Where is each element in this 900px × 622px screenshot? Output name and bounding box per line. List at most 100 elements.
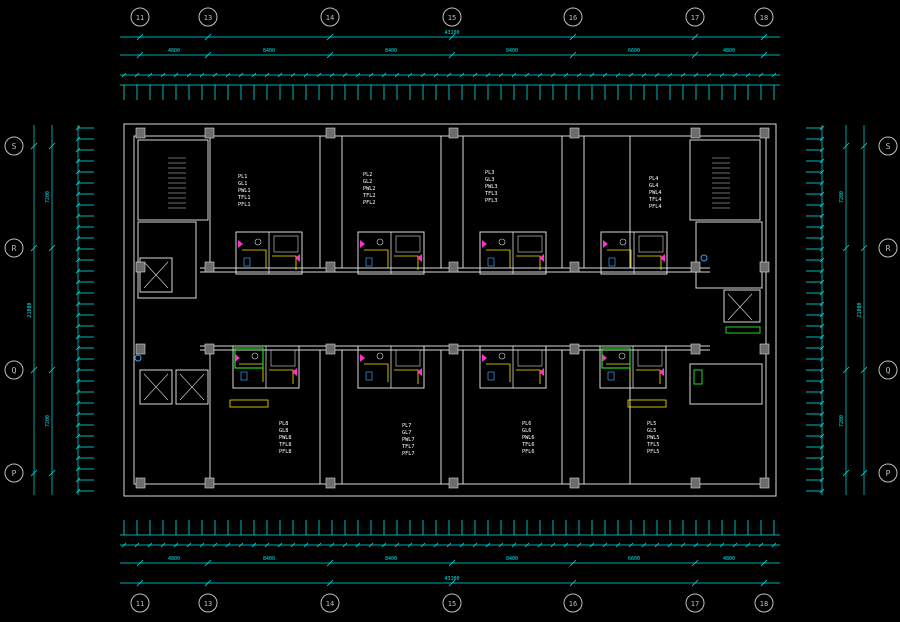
dimension-tick xyxy=(691,33,699,41)
grid-bubble-right-3[interactable] xyxy=(878,360,898,380)
dimension-tick xyxy=(537,542,543,548)
dimension-tick xyxy=(693,542,699,548)
grid-bubble-top-7[interactable] xyxy=(754,7,774,27)
fixture-marker xyxy=(360,354,365,362)
grid-label-bottom-3: 14 xyxy=(326,600,334,608)
dimension-tick xyxy=(550,542,556,548)
dimension-tick xyxy=(511,72,517,78)
dimension-tick xyxy=(303,72,309,78)
dimension-tick xyxy=(433,542,439,548)
structural-column xyxy=(759,477,770,489)
dimension-tick xyxy=(667,542,673,548)
drain-channel xyxy=(627,399,667,408)
grid-bubble-left-2[interactable] xyxy=(4,238,24,258)
grid-bubble-right-2[interactable] xyxy=(878,238,898,258)
grid-bubble-top-3[interactable] xyxy=(320,7,340,27)
grid-bubble-top-6[interactable] xyxy=(685,7,705,27)
dimension-tick xyxy=(277,542,283,548)
structural-column xyxy=(690,477,701,489)
structural-column xyxy=(569,477,580,489)
riser-label: PWL8 xyxy=(279,435,292,441)
fixture-marker xyxy=(292,368,297,376)
grid-bubble-bottom-2[interactable] xyxy=(198,593,218,613)
grid-bubble-left-4[interactable] xyxy=(4,463,24,483)
dimension-tick xyxy=(160,72,166,78)
riser-label: PL3 xyxy=(485,170,494,176)
structural-column xyxy=(569,261,580,273)
dim-left-bay-1: 7200 xyxy=(45,191,51,203)
elevator-cross-line xyxy=(179,373,205,401)
riser-label: PFL4 xyxy=(649,204,662,210)
dimension-tick xyxy=(569,579,577,587)
grid-label-right-2: R xyxy=(886,244,891,253)
pod-pipe xyxy=(394,369,419,384)
dimension-tick xyxy=(212,72,218,78)
riser-label: GL3 xyxy=(485,177,494,183)
grid-bubble-top-4[interactable] xyxy=(442,7,462,27)
grid-bubble-bottom-5[interactable] xyxy=(563,593,583,613)
dimension-tick xyxy=(48,469,56,477)
pod-pipe xyxy=(516,369,541,384)
grid-bubble-left-3[interactable] xyxy=(4,360,24,380)
dimension-tick xyxy=(758,72,764,78)
riser-label: TFL3 xyxy=(485,191,498,197)
dimension-tick xyxy=(485,542,491,548)
dimension-tick xyxy=(569,33,577,41)
dimension-tick xyxy=(30,142,38,150)
dimension-tick xyxy=(771,542,777,548)
grid-label-top-5: 16 xyxy=(569,14,577,22)
fixture-marker xyxy=(295,254,300,262)
grid-bubble-top-5[interactable] xyxy=(563,7,583,27)
structural-column xyxy=(135,261,146,273)
bathroom-pod xyxy=(479,231,547,275)
grid-label-bottom-7: 18 xyxy=(760,600,768,608)
bathroom-pods xyxy=(134,231,761,408)
dimension-tick xyxy=(355,542,361,548)
riser-group-1: PL1 GL1 PWL1 TFL1 PFL1 xyxy=(238,174,251,208)
dimension-tick xyxy=(589,542,595,548)
grid-bubble-right-1[interactable] xyxy=(878,136,898,156)
bathroom-pod xyxy=(599,345,667,389)
dimension-tick xyxy=(326,33,334,41)
pod-shower xyxy=(517,235,543,253)
dimension-tick xyxy=(472,72,478,78)
dim-top-bay-6: 4800 xyxy=(723,48,735,54)
dimension-tick xyxy=(394,72,400,78)
dimension-tick xyxy=(199,72,205,78)
grid-bubble-bottom-1[interactable] xyxy=(130,593,150,613)
dimension-tick xyxy=(641,542,647,548)
dimension-tick xyxy=(691,579,699,587)
riser-label: PWL1 xyxy=(238,188,251,194)
structural-column xyxy=(135,343,146,355)
riser-group-8: PL5 GL5 PWL5 TFL5 PFL5 xyxy=(647,421,660,455)
bathroom-pod xyxy=(479,345,547,389)
dim-top-bay-3: 8400 xyxy=(385,48,397,54)
dimension-tick xyxy=(602,72,608,78)
grid-bubble-left-1[interactable] xyxy=(4,136,24,156)
pod-pipe xyxy=(242,249,267,268)
grid-bubble-bottom-3[interactable] xyxy=(320,593,340,613)
riser-label: TFL1 xyxy=(238,195,251,201)
dimension-tick xyxy=(303,542,309,548)
dimension-tick xyxy=(238,72,244,78)
grid-bubble-top-2[interactable] xyxy=(198,7,218,27)
grid-bubble-bottom-6[interactable] xyxy=(685,593,705,613)
pod-shower xyxy=(395,235,421,253)
grid-bubble-right-4[interactable] xyxy=(878,463,898,483)
grid-bubble-top-1[interactable] xyxy=(130,7,150,27)
pod-pipe xyxy=(272,255,297,270)
grid-bubble-bottom-4[interactable] xyxy=(442,593,462,613)
grid-label-left-3: Q xyxy=(12,366,17,375)
grid-bubble-bottom-7[interactable] xyxy=(754,593,774,613)
grid-label-top-1: 11 xyxy=(136,14,144,22)
fixture-basin xyxy=(254,238,262,246)
fixture-toilet xyxy=(240,371,248,381)
grid-label-right-3: Q xyxy=(886,366,891,375)
fixture-basin xyxy=(619,238,627,246)
dimension-tick xyxy=(30,366,38,374)
dimension-tick xyxy=(420,542,426,548)
dimension-tick xyxy=(342,72,348,78)
bathroom-pod xyxy=(357,231,425,275)
